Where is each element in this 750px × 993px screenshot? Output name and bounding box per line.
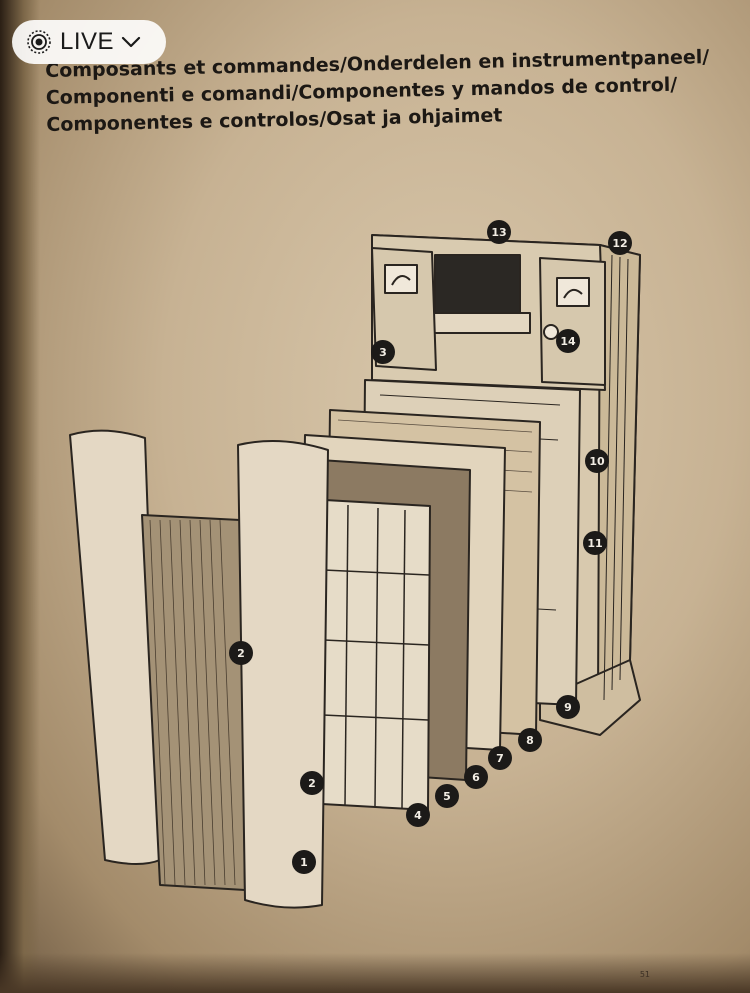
page-bottom-shadow bbox=[0, 953, 750, 993]
svg-text:2: 2 bbox=[308, 777, 316, 790]
callout-2b: 2 bbox=[300, 771, 324, 795]
callout-10: 10 bbox=[585, 449, 609, 473]
svg-text:12: 12 bbox=[612, 237, 627, 250]
svg-text:8: 8 bbox=[526, 734, 534, 747]
svg-text:11: 11 bbox=[587, 537, 602, 550]
live-photo-icon bbox=[27, 30, 51, 54]
chevron-down-icon bbox=[121, 36, 141, 48]
svg-text:13: 13 bbox=[491, 226, 506, 239]
page-edge-shadow bbox=[0, 0, 40, 993]
callout-8: 8 bbox=[518, 728, 542, 752]
callout-9: 9 bbox=[556, 695, 580, 719]
callout-7: 7 bbox=[488, 746, 512, 770]
callout-6: 6 bbox=[464, 765, 488, 789]
display-panel bbox=[434, 254, 521, 316]
svg-text:3: 3 bbox=[379, 346, 387, 359]
left-front-cover bbox=[69, 429, 161, 865]
svg-text:4: 4 bbox=[414, 809, 422, 822]
svg-text:7: 7 bbox=[496, 752, 504, 765]
callout-13: 13 bbox=[487, 220, 511, 244]
callout-2a: 2 bbox=[229, 641, 253, 665]
callout-14: 14 bbox=[556, 329, 580, 353]
callout-5: 5 bbox=[435, 784, 459, 808]
sensor bbox=[543, 324, 559, 340]
svg-text:6: 6 bbox=[472, 771, 480, 784]
svg-text:1: 1 bbox=[300, 856, 308, 869]
callout-4: 4 bbox=[406, 803, 430, 827]
svg-text:2: 2 bbox=[237, 647, 245, 660]
live-photo-toggle[interactable]: LIVE bbox=[12, 20, 166, 64]
right-front-cover bbox=[237, 440, 329, 909]
callout-12: 12 bbox=[608, 231, 632, 255]
callout-3: 3 bbox=[371, 340, 395, 364]
svg-text:9: 9 bbox=[564, 701, 572, 714]
live-label: LIVE bbox=[60, 28, 115, 55]
svg-text:10: 10 bbox=[589, 455, 605, 468]
callout-1: 1 bbox=[292, 850, 316, 874]
svg-text:14: 14 bbox=[560, 335, 576, 348]
svg-text:5: 5 bbox=[443, 790, 451, 803]
callout-11: 11 bbox=[583, 531, 607, 555]
